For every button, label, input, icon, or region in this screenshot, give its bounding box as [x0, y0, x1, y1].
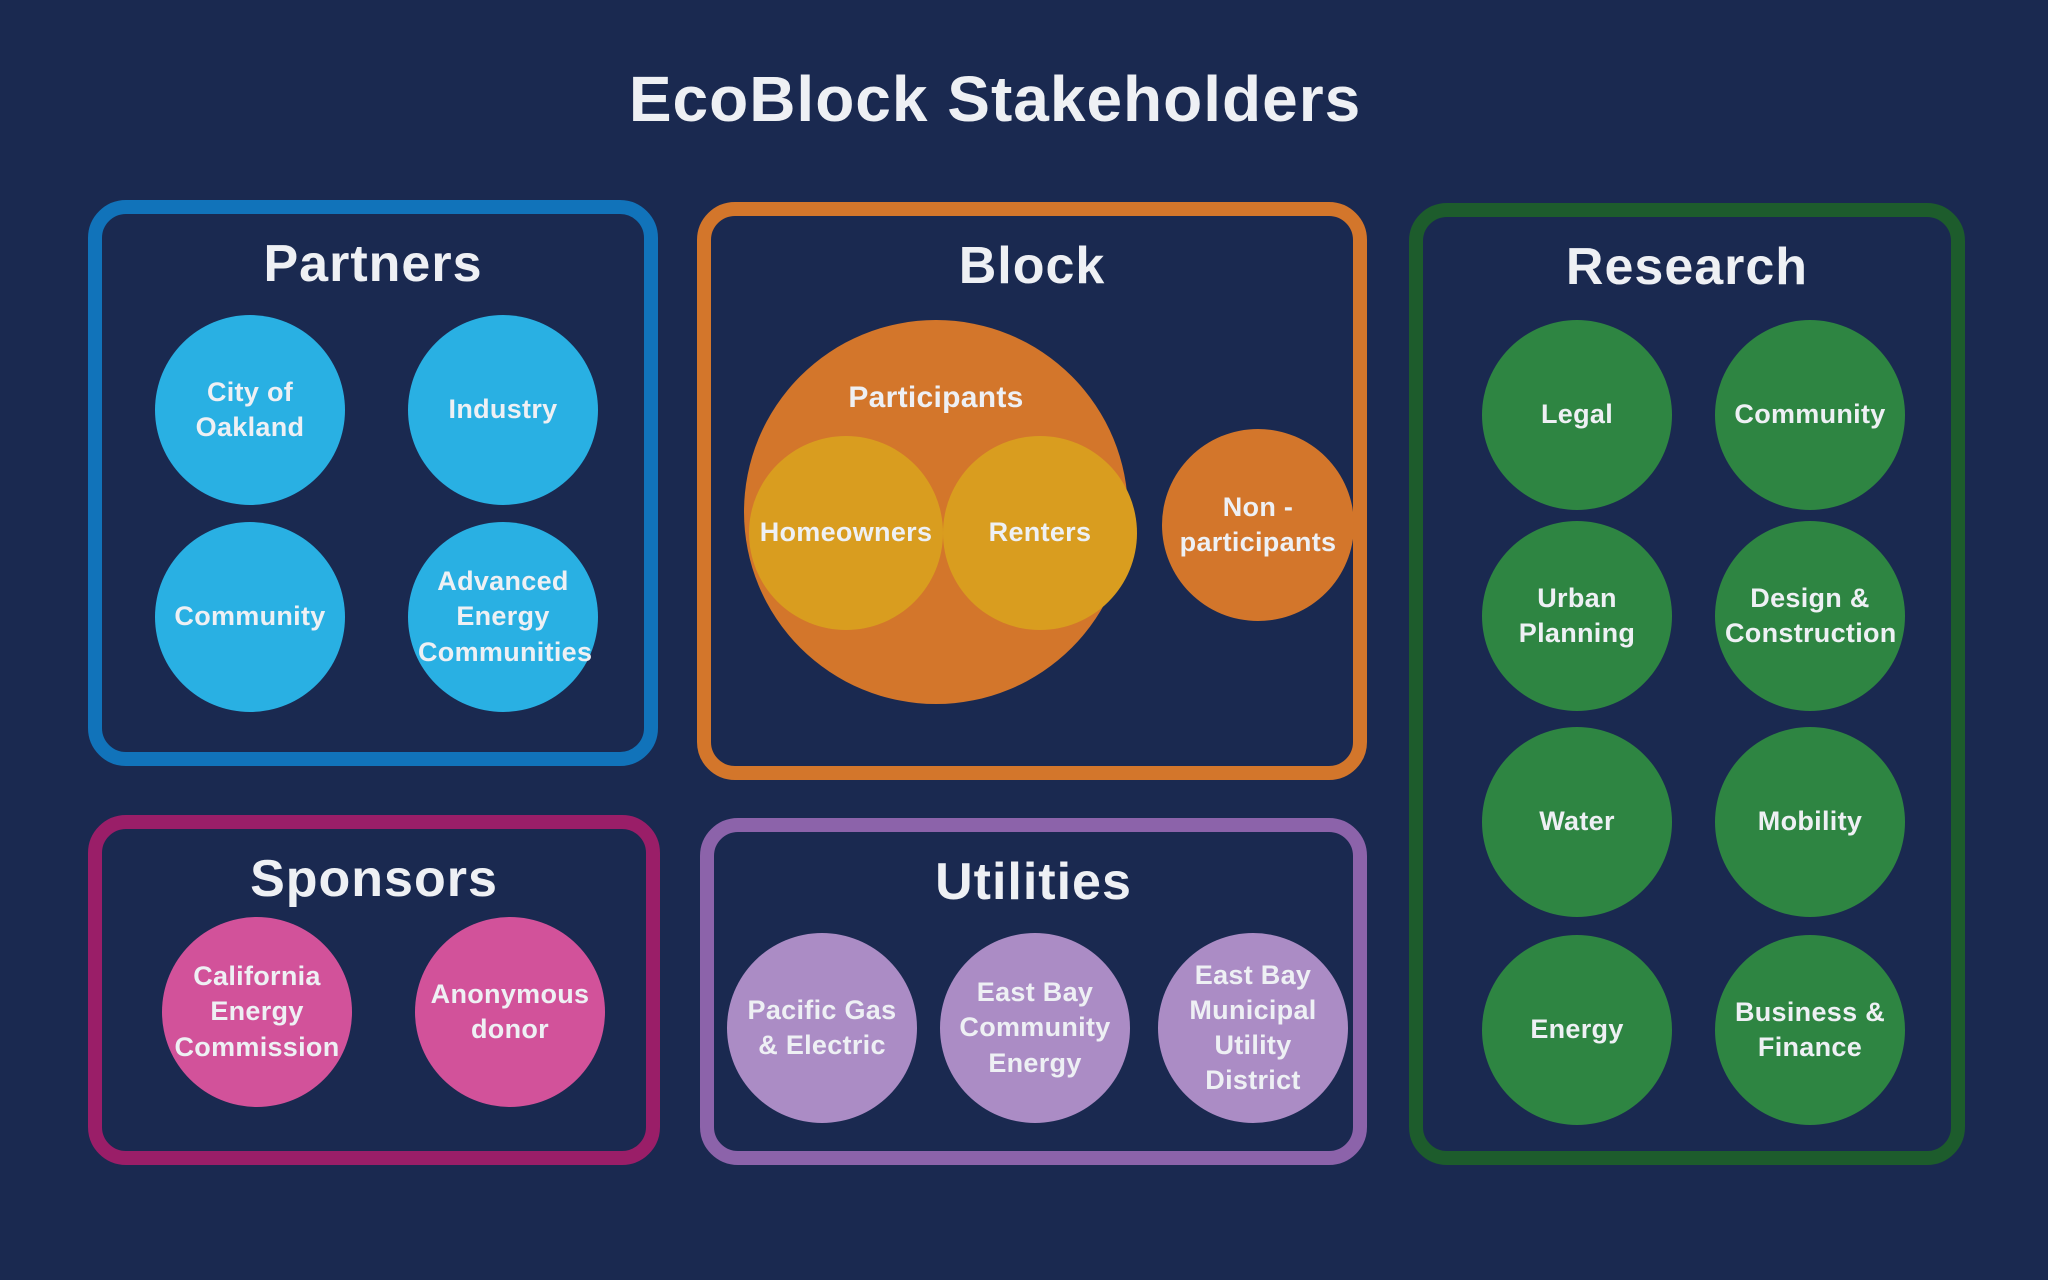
partners-box: Partners City of Oakland Industry Commun… — [88, 200, 658, 766]
sponsor-circle-anonymous-donor: Anonymous donor — [415, 917, 605, 1107]
research-circle-business-finance: Business & Finance — [1715, 935, 1905, 1125]
circle-label: Community — [1734, 399, 1886, 430]
research-box: Research Legal Community Urban Planning … — [1409, 203, 1965, 1165]
research-circle-urban-planning: Urban Planning — [1482, 521, 1672, 711]
sponsor-circle-california-energy-commission: California Energy Commission — [162, 917, 352, 1107]
circle-label: City of Oakland — [195, 376, 305, 442]
research-circle-mobility: Mobility — [1715, 727, 1905, 917]
partner-circle-community: Community — [155, 522, 345, 712]
circle-label: Advanced Energy Communities — [418, 566, 593, 667]
circle-label: Industry — [448, 394, 558, 425]
circle-label: Urban Planning — [1518, 582, 1636, 648]
research-circle-water: Water — [1482, 727, 1672, 917]
utility-circle-east-bay-community-energy: East Bay Community Energy — [940, 933, 1130, 1123]
partner-circle-city-of-oakland: City of Oakland — [155, 315, 345, 505]
non-participants-circle: Non - participants — [1162, 429, 1354, 621]
utility-circle-east-bay-municipal-utility-district: East Bay Municipal Utility District — [1158, 933, 1348, 1123]
circle-label: East Bay Community Energy — [959, 977, 1111, 1078]
participants-label: Participants — [848, 381, 1024, 414]
circle-label: Mobility — [1757, 806, 1863, 837]
partners-title: Partners — [263, 235, 483, 293]
circle-label: Water — [1539, 806, 1615, 837]
research-circle-design-construction: Design & Construction — [1715, 521, 1905, 711]
homeowners-circle: Homeowners — [749, 436, 943, 630]
page-title: EcoBlock Stakeholders — [628, 63, 1362, 135]
circle-label: Legal — [1540, 399, 1614, 430]
partner-circle-advanced-energy-communities: Advanced Energy Communities — [408, 522, 598, 712]
circle-label: Renters — [988, 517, 1092, 548]
circle-label: East Bay Municipal Utility District — [1189, 959, 1317, 1096]
research-circle-energy: Energy — [1482, 935, 1672, 1125]
utilities-title: Utilities — [935, 853, 1132, 911]
renters-circle: Renters — [943, 436, 1137, 630]
circle-label: Homeowners — [759, 517, 933, 548]
circle-label: Pacific Gas & Electric — [747, 994, 897, 1060]
utilities-box: Utilities Pacific Gas & Electric East Ba… — [700, 818, 1367, 1165]
circle-label: Energy — [1530, 1014, 1624, 1045]
sponsors-box: Sponsors California Energy Commission An… — [88, 815, 660, 1165]
research-circle-community: Community — [1715, 320, 1905, 510]
circle-label: California Energy Commission — [174, 961, 340, 1062]
circle-label: Business & Finance — [1734, 996, 1886, 1062]
circle-label: Community — [174, 601, 326, 632]
block-title: Block — [958, 237, 1106, 295]
research-title: Research — [1565, 238, 1809, 296]
partner-circle-industry: Industry — [408, 315, 598, 505]
research-circle-legal: Legal — [1482, 320, 1672, 510]
block-box: Block Participants Homeowners Renters No… — [697, 202, 1367, 780]
circle-label: Non - participants — [1179, 491, 1337, 557]
sponsors-title: Sponsors — [250, 850, 498, 908]
circle-label: Anonymous donor — [430, 978, 590, 1044]
circle-label: Design & Construction — [1725, 582, 1897, 648]
utility-circle-pacific-gas-electric: Pacific Gas & Electric — [727, 933, 917, 1123]
